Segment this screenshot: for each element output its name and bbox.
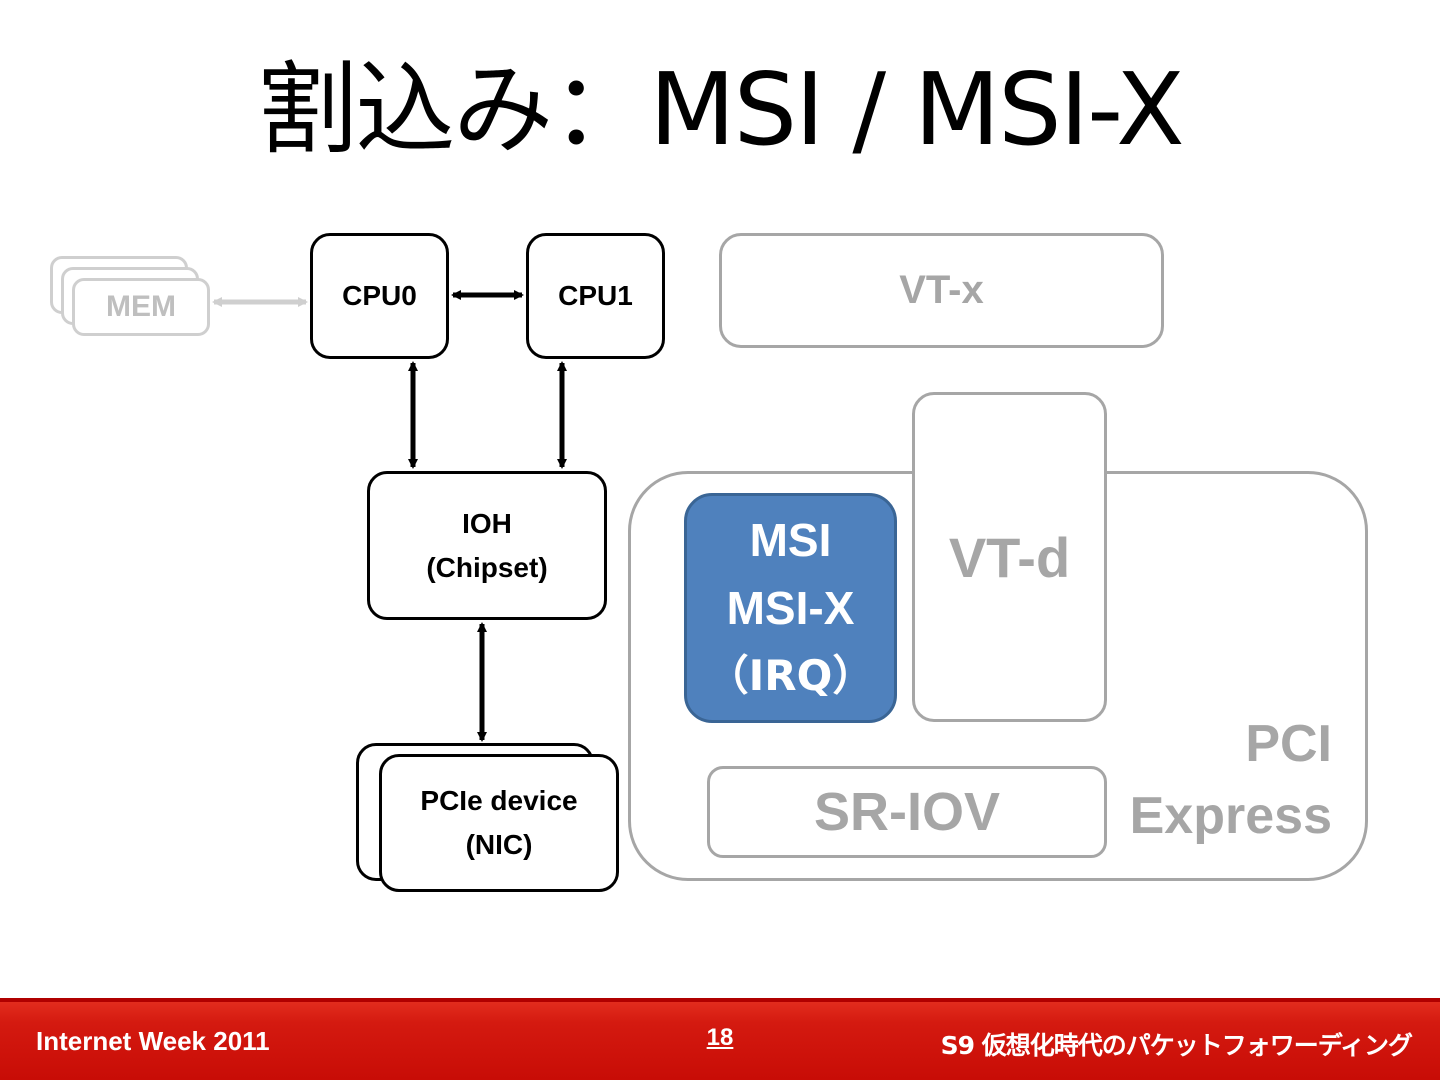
footer-event-name: Internet Week 2011 bbox=[36, 1026, 270, 1056]
cpu0-box: CPU0 bbox=[310, 233, 449, 359]
mem-box: MEM bbox=[72, 278, 210, 336]
ioh-label-line2: (Chipset) bbox=[426, 551, 548, 583]
pcie-label-line1: PCIe device bbox=[420, 785, 578, 816]
msi-label-line2: MSI-X bbox=[726, 582, 855, 634]
cpu0-label: CPU0 bbox=[342, 280, 417, 311]
footer-bar bbox=[0, 998, 1440, 1080]
sriov-box: SR-IOV bbox=[707, 766, 1107, 858]
page-number: 18 bbox=[706, 1024, 734, 1051]
pcie-device-box: PCIe device (NIC) bbox=[379, 754, 619, 892]
vtx-box: VT-x bbox=[719, 233, 1164, 348]
cpu1-box: CPU1 bbox=[526, 233, 665, 359]
msi-label-line3: （IRQ） bbox=[706, 651, 875, 700]
msi-box: MSI MSI-X （IRQ） bbox=[684, 493, 897, 723]
vtx-label: VT-x bbox=[899, 268, 984, 312]
ioh-box: IOH (Chipset) bbox=[367, 471, 607, 620]
sriov-label: SR-IOV bbox=[813, 782, 1001, 842]
footer-session-title: S9 仮想化時代のパケットフォワーディング bbox=[940, 1031, 1413, 1060]
vtd-box: VT-d bbox=[912, 392, 1107, 722]
pci-label-line1: PCI bbox=[1245, 715, 1332, 773]
mem-label: MEM bbox=[106, 290, 176, 323]
pci-label-line2: Express bbox=[1129, 787, 1332, 845]
cpu1-label: CPU1 bbox=[558, 280, 633, 311]
footer-divider bbox=[0, 998, 1440, 1002]
pci-express-label: PCI Express bbox=[1120, 708, 1332, 852]
slide-title: 割込み：MSI / MSI-X bbox=[257, 51, 1184, 168]
pcie-label-line2: (NIC) bbox=[465, 829, 533, 860]
msi-label-line1: MSI bbox=[749, 514, 832, 566]
vtd-label: VT-d bbox=[948, 526, 1071, 589]
ioh-label-line1: IOH bbox=[462, 507, 512, 539]
